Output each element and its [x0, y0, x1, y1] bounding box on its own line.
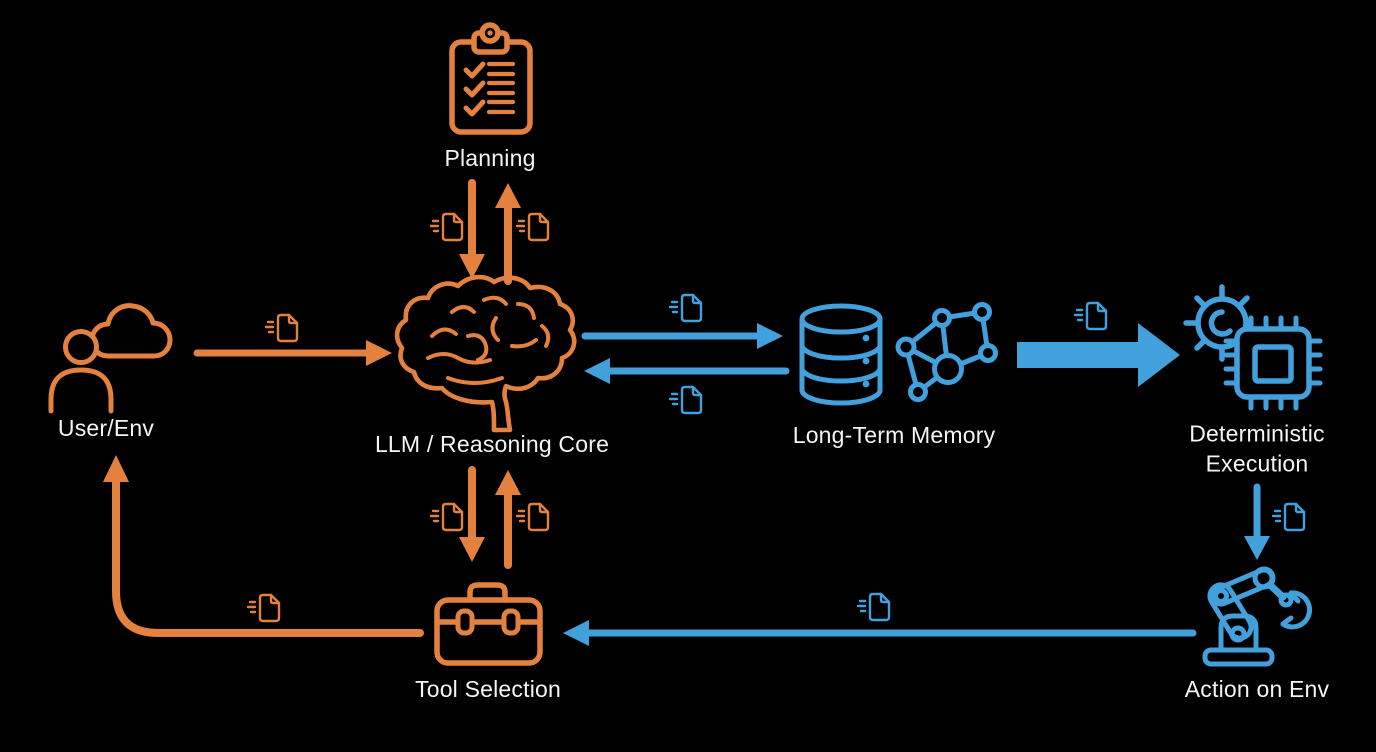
person-cloud-icon: [48, 303, 173, 414]
gear-icon: [1183, 284, 1250, 362]
toolbox-icon: [434, 582, 543, 666]
document-icon: [429, 502, 464, 532]
document-icon: [515, 212, 550, 242]
label-memory: Long-Term Memory: [792, 421, 996, 448]
document-icon: [668, 385, 703, 415]
label-user-env: User/Env: [57, 414, 155, 441]
arrow-llm-to-memory: [581, 323, 783, 349]
arrow-user-to-llm: [193, 340, 392, 366]
arrow-tools-to-llm: [495, 470, 521, 569]
gear-chip-icon: [1183, 284, 1323, 411]
clipboard-checklist-icon: [449, 22, 533, 135]
database-icon: [799, 303, 883, 406]
label-execution: Deterministic Execution: [1189, 420, 1325, 477]
arrow-execution-to-action: [1244, 483, 1270, 560]
document-icon: [246, 593, 281, 623]
document-icon: [668, 293, 703, 323]
document-icon: [515, 502, 550, 532]
chip-icon: [1223, 315, 1323, 411]
document-icon: [429, 212, 464, 242]
arrow-llm-to-tools: [459, 466, 485, 562]
document-icon: [1073, 301, 1108, 331]
document-icon: [264, 313, 299, 343]
label-llm: LLM / Reasoning Core: [374, 430, 610, 457]
arrow-tools-to-user: [103, 455, 424, 637]
robot-arm-icon: [1202, 566, 1313, 667]
network-graph-icon: [895, 302, 998, 402]
arrow-planning-to-llm: [459, 179, 485, 279]
arrow-memory-to-llm: [584, 358, 790, 384]
label-tools: Tool Selection: [415, 675, 561, 702]
arrow-memory-to-execution: [1017, 323, 1180, 387]
arrow-action-to-tools: [563, 620, 1197, 646]
brain-icon: [394, 274, 577, 433]
arrow-llm-to-planning: [495, 183, 521, 285]
document-icon: [1271, 502, 1306, 532]
document-icon: [856, 592, 891, 622]
label-planning: Planning: [444, 144, 536, 171]
label-action: Action on Env: [1184, 675, 1330, 702]
